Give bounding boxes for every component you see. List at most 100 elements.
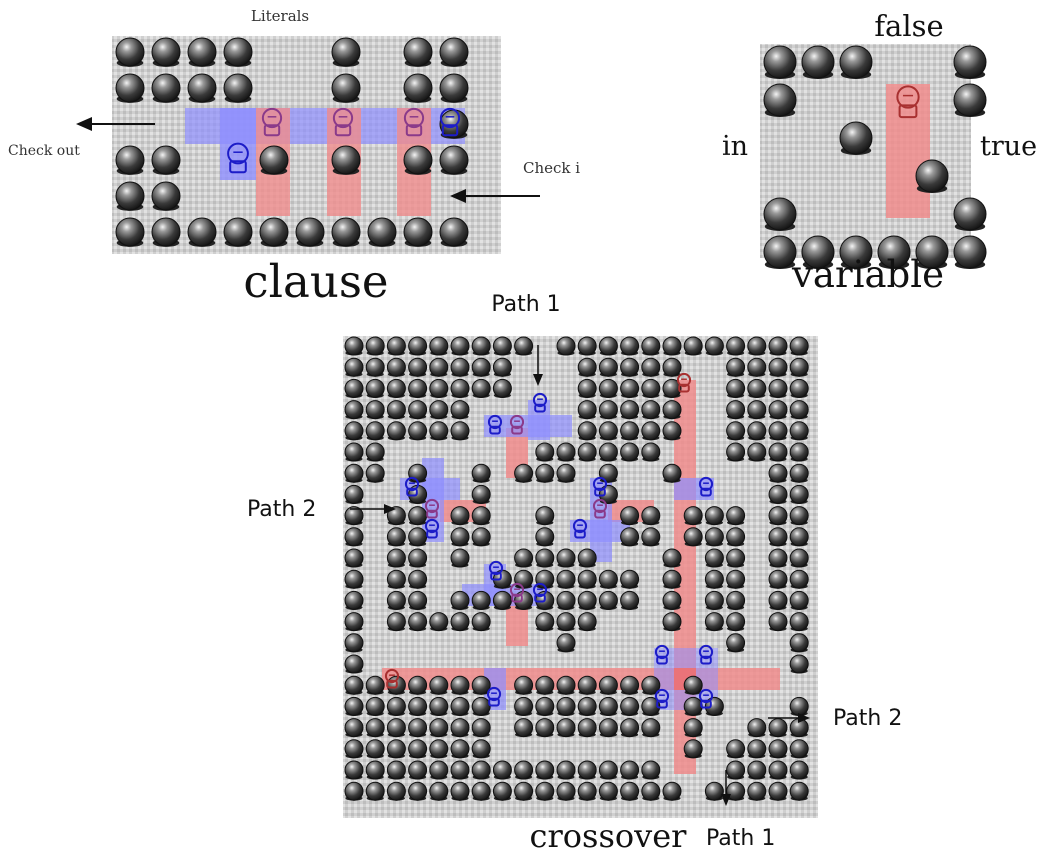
boulder [726,760,746,780]
boulder [768,781,788,801]
boulder [386,378,406,398]
boulder [726,400,746,420]
boulder [295,217,325,247]
boulder [471,612,491,632]
boulder [492,357,512,377]
path2-left-arrow [350,504,396,514]
boulder [662,590,682,610]
boulder [365,421,385,441]
boulder [259,145,289,175]
trainer-icon [424,498,440,519]
boulder [344,781,364,801]
trainer-icon [404,476,420,497]
boulder [450,760,470,780]
boulder [187,37,217,67]
boulder [429,612,449,632]
boulder [408,400,428,420]
boulder [403,145,433,175]
boulder [386,718,406,738]
boulder [839,235,873,269]
boulder [789,527,809,547]
boulder [450,400,470,420]
boulder [535,718,555,738]
boulder [471,760,491,780]
boulder [365,696,385,716]
clause-gadget: Literals Check out Check i clause [8,7,580,308]
boulder [704,569,724,589]
boulder [747,421,767,441]
boulder [789,739,809,759]
boulder [408,548,428,568]
boulder [450,590,470,610]
boulder [641,675,661,695]
boulder [768,527,788,547]
boulder [514,336,534,356]
boulder [535,675,555,695]
boulder [151,73,181,103]
boulder [344,548,364,568]
boulder [683,675,703,695]
boulder [344,612,364,632]
boulder [408,739,428,759]
boulder [789,463,809,483]
boulder [598,569,618,589]
boulder [408,760,428,780]
boulder [789,548,809,568]
boulder [471,527,491,547]
check-out-arrow [76,117,155,131]
boulder [641,442,661,462]
boulder [408,675,428,695]
boulder [683,696,703,716]
boulder [535,527,555,547]
boulder [598,400,618,420]
boulder [620,527,640,547]
boulder [331,73,361,103]
boulder [151,37,181,67]
boulder [331,217,361,247]
boulder [598,718,618,738]
boulder [344,654,364,674]
boulder [386,696,406,716]
boulder [620,421,640,441]
boulder [115,37,145,67]
boulder [429,675,449,695]
boulder [726,548,746,568]
boulder [408,781,428,801]
boulder [429,696,449,716]
boulder [439,73,469,103]
boulder [726,612,746,632]
boulder [763,83,797,117]
boulder [556,781,576,801]
boulder [115,73,145,103]
boulder [598,336,618,356]
boulder [386,590,406,610]
boulder [365,357,385,377]
boulder [704,336,724,356]
boulder [683,718,703,738]
boulder [768,463,788,483]
boulder [768,357,788,377]
boulder [726,739,746,759]
boulder [577,612,597,632]
boulder [953,45,987,79]
trainer-icon [572,518,588,539]
boulder [915,235,949,269]
boulder [429,781,449,801]
boulder [408,336,428,356]
boulder [408,506,428,526]
boulder [768,336,788,356]
boulder [344,739,364,759]
boulder [514,718,534,738]
boulder [577,718,597,738]
clause-trainers [227,107,461,174]
path1-top-arrow [533,345,543,386]
boulder [492,760,512,780]
boulder [535,506,555,526]
boulder [768,760,788,780]
boulder [514,548,534,568]
crossover-trainers [384,372,714,709]
boulder [429,400,449,420]
boulder [620,590,640,610]
boulder [514,696,534,716]
boulder [386,527,406,547]
